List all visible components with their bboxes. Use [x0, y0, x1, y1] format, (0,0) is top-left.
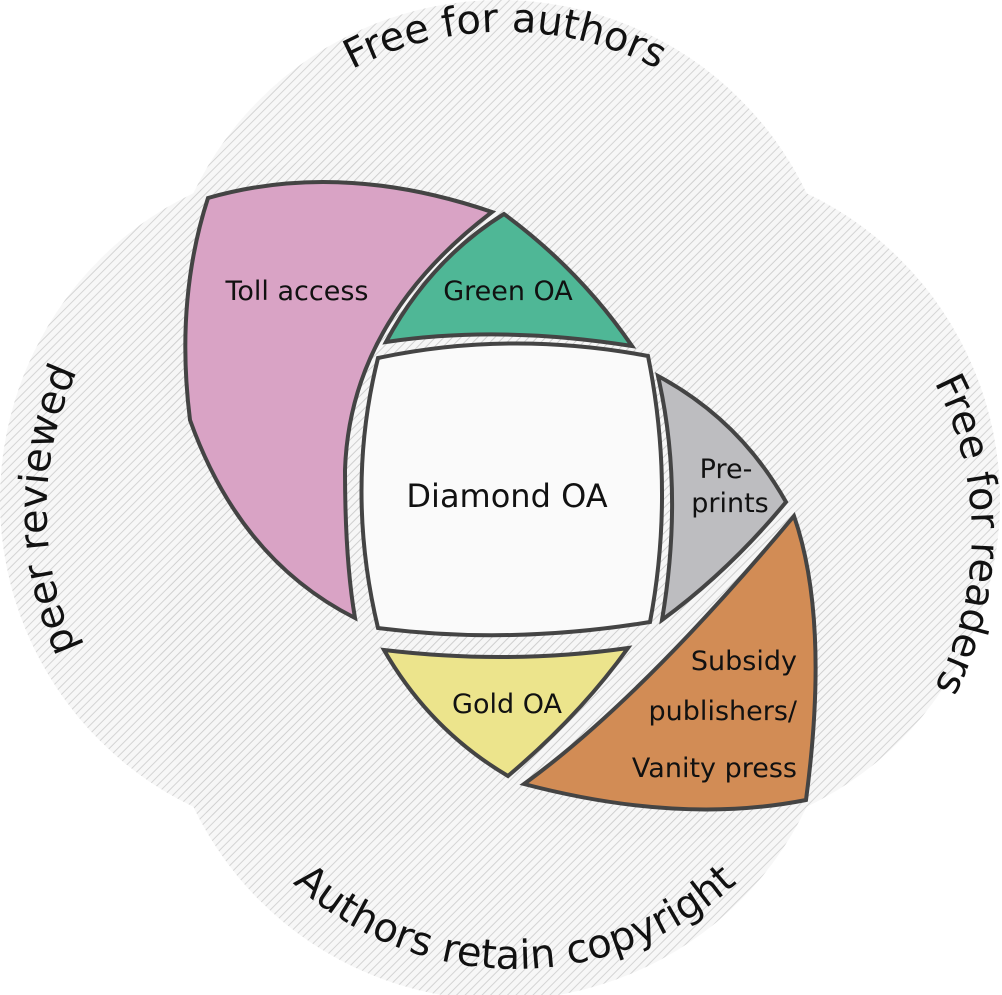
text-toll-access: Toll access: [225, 276, 369, 307]
region-gold-oa: [380, 645, 633, 779]
text-green-oa: Green OA: [443, 276, 573, 307]
text-subsidy-line2: publishers/: [649, 696, 798, 727]
text-subsidy-line3: Vanity press: [632, 753, 797, 784]
text-preprints-line2: prints: [691, 488, 769, 519]
text-gold-oa: Gold OA: [452, 689, 562, 720]
region-diamond-oa: [359, 341, 665, 638]
region-preprints: [655, 372, 789, 625]
region-green-oa: [382, 211, 637, 349]
text-diamond-oa: Diamond OA: [406, 477, 607, 515]
text-preprints-line1: Pre-: [700, 454, 753, 485]
text-subsidy-line1: Subsidy: [691, 646, 797, 677]
region-toll-access: [183, 180, 497, 622]
region-subsidy: [519, 512, 818, 812]
